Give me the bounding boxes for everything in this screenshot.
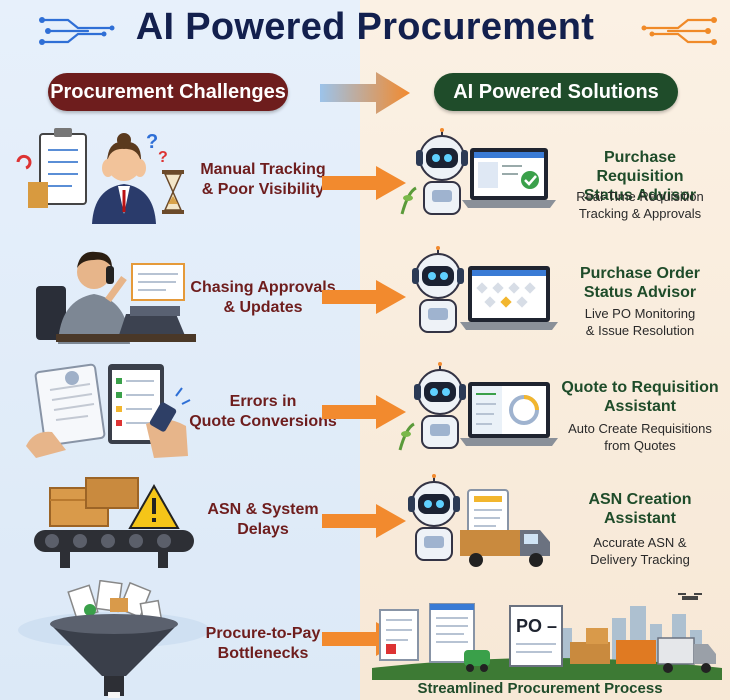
challenge-asn-delays: ASN & System Delays <box>207 501 319 538</box>
challenges-header: Procurement Challenges <box>48 73 288 111</box>
streamlined-process-illustration: PO – <box>372 593 722 680</box>
header-arrow-icon <box>320 72 410 114</box>
challenge-quote-errors: Errors in Quote Conversions <box>189 393 337 430</box>
svg-text:?: ? <box>158 149 168 166</box>
challenge-manual-tracking: Manual Tracking & Poor Visibility <box>200 161 326 198</box>
row-arrow-icon <box>322 166 406 200</box>
chasing-approvals-illustration <box>36 251 196 344</box>
challenges-background <box>0 0 360 700</box>
row-arrow-icon <box>322 395 406 429</box>
po-label: PO – <box>516 616 557 636</box>
asn-delays-illustration <box>34 477 194 568</box>
row-arrow-icon <box>322 504 406 538</box>
solution-desc-quote: Auto Create Requisitions from Quotes <box>568 421 712 453</box>
circuit-left-icon <box>39 17 115 45</box>
challenge-chasing-approvals: Chasing Approvals & Updates <box>190 279 336 316</box>
solution-desc-requisition: Real-Time Requisition Tracking & Approva… <box>576 189 704 221</box>
svg-text:?: ? <box>146 131 158 153</box>
manual-tracking-illustration: ? ? <box>16 128 184 224</box>
solutions-header: AI Powered Solutions <box>434 73 678 111</box>
solution-desc-asn: Accurate ASN & Delivery Tracking <box>590 535 690 567</box>
asn-assistant-illustration <box>408 474 550 567</box>
page-title: AI Powered Procurement <box>135 6 595 48</box>
row-arrow-icon <box>322 280 406 314</box>
solution-desc-po: Live PO Monitoring & Issue Resolution <box>584 306 696 338</box>
quote-assistant-illustration <box>398 362 558 451</box>
p2p-bottleneck-illustration <box>18 580 210 698</box>
challenge-p2p-bottlenecks: Procure-to-Pay Bottlenecks <box>205 625 321 662</box>
solutions-background <box>360 0 730 700</box>
quote-errors-illustration <box>26 363 191 458</box>
solution-title-quote: Quote to Requisition Assistant <box>561 379 719 415</box>
footer-caption: Streamlined Procurement Process <box>417 680 663 697</box>
po-advisor-illustration <box>412 246 558 333</box>
solution-title-asn: ASN Creation Assistant <box>588 491 692 527</box>
solution-title-requisition: Purchase Requisition Status Advisor <box>583 149 697 204</box>
solution-title-po: Purchase Order Status Advisor <box>579 265 701 301</box>
circuit-right-icon <box>641 17 717 45</box>
requisition-advisor-illustration <box>400 128 556 215</box>
